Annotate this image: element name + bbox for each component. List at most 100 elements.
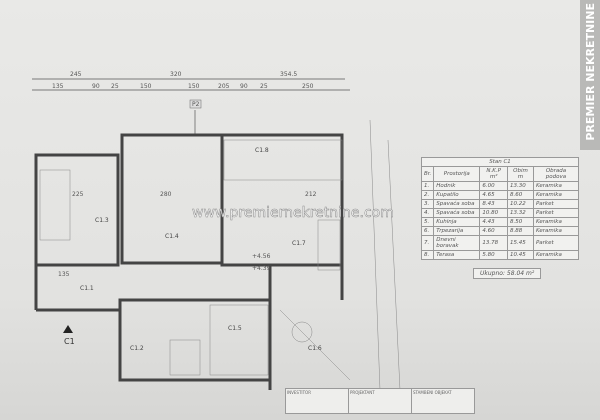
table-cell: Kuhinja xyxy=(433,217,481,227)
col-header: Obim m xyxy=(507,166,534,182)
dim-top-2: 320 xyxy=(170,71,182,78)
bedroom-1-walls xyxy=(34,153,120,267)
table-cell: 13.32 xyxy=(507,208,534,218)
table-cell: 6.00 xyxy=(479,181,509,191)
table-cell: Keramika xyxy=(532,190,580,200)
brand-strip: PREMIER NEKRETNINE xyxy=(580,0,600,150)
room-area-table-box: Stan C1 Br. Prostorija N.K.P m² Obim m O… xyxy=(420,157,580,279)
table-cell: 4.43 xyxy=(479,217,509,227)
dim-2-8: 25 xyxy=(260,83,268,90)
table-cell: 8.88 xyxy=(507,226,534,236)
table-cell: 2. xyxy=(420,190,435,200)
dim-2-7: 90 xyxy=(240,83,248,90)
total-unit: m² xyxy=(526,270,535,277)
room-label-3: C1.3 xyxy=(95,217,109,224)
table-title: Stan C1 xyxy=(421,157,579,167)
table-cell: Dnevni boravak xyxy=(433,235,481,251)
dim-top-1: 245 xyxy=(70,71,82,78)
entrance-arrow-icon xyxy=(63,325,73,333)
table-cell: 7. xyxy=(420,235,435,251)
table-cell: Keramika xyxy=(532,217,580,227)
level-2: +4.39 xyxy=(252,265,271,272)
dim-225: 225 xyxy=(72,191,84,198)
table-cell: Spavaća soba xyxy=(433,208,481,218)
room-label-4: C1.4 xyxy=(165,233,179,240)
table-cell: 4. xyxy=(420,208,435,218)
table-cell: 4.65 xyxy=(479,190,509,200)
table-cell: Hodnik xyxy=(433,181,481,191)
dim-280: 280 xyxy=(160,191,172,198)
dim-212: 212 xyxy=(305,191,317,198)
dim-2-4: 150 xyxy=(140,83,152,90)
col-header: N.K.P m² xyxy=(479,166,509,182)
title-block-2: PROJEKTANT xyxy=(348,388,412,414)
table-total: Ukupno: 58.04 m² xyxy=(473,268,542,279)
table-cell: 13.78 xyxy=(479,235,509,251)
total-label: Ukupno: xyxy=(480,270,505,277)
room-area-table: Stan C1 Br. Prostorija N.K.P m² Obim m O… xyxy=(420,157,580,260)
col-header: Prostorija xyxy=(433,166,481,182)
watermark: www.premiernekretnine.com xyxy=(192,205,394,222)
table-cell: 3. xyxy=(420,199,435,209)
room-label-8: C1.8 xyxy=(255,147,269,154)
table-cell: 8.50 xyxy=(507,217,534,227)
title-block-3: STAMBENI OBJEKAT xyxy=(411,388,475,414)
table-cell: Kupatilo xyxy=(433,190,481,200)
total-value: 58.04 xyxy=(506,270,525,277)
table-cell: Spavaća soba xyxy=(433,199,481,209)
dim-2-5: 150 xyxy=(188,83,200,90)
room-label-6: C1.6 xyxy=(308,345,322,352)
table-cell: 5.80 xyxy=(479,250,509,260)
table-cell: Parket xyxy=(532,199,580,209)
table-cell: 4.60 xyxy=(479,226,509,236)
room-label-2: C1.2 xyxy=(130,345,144,352)
dim-top-3: 354.5 xyxy=(280,71,297,78)
table-cell: 10.80 xyxy=(479,208,509,218)
level-1: +4.56 xyxy=(252,253,271,260)
table-cell: 8. xyxy=(420,250,435,260)
table-cell: Keramika xyxy=(532,250,580,260)
table-cell: 13.30 xyxy=(507,181,534,191)
room-label-7: C1.7 xyxy=(292,240,306,247)
table-cell: 6. xyxy=(420,226,435,236)
table-cell: Terasa xyxy=(433,250,481,260)
room-label-1: C1.1 xyxy=(80,285,94,292)
col-header: Obrada podova xyxy=(532,166,580,182)
column-label: P2 xyxy=(192,101,200,108)
table-cell: 1. xyxy=(420,181,435,191)
table-cell: Parket xyxy=(532,208,580,218)
terrace-tiles xyxy=(223,139,343,181)
dim-135: 135 xyxy=(58,271,70,278)
table-cell: 5. xyxy=(420,217,435,227)
table-cell: 15.45 xyxy=(507,235,534,251)
title-block-text: PROJEKTANT xyxy=(350,390,375,395)
col-header: Br. xyxy=(420,166,435,182)
dim-2-6: 205 xyxy=(218,83,230,90)
table-cell: Trpezarija xyxy=(433,226,481,236)
title-block-text: STAMBENI OBJEKAT xyxy=(413,390,452,395)
table-cell: 10.22 xyxy=(507,199,534,209)
table-cell: 8.60 xyxy=(507,190,534,200)
table-cell: Parket xyxy=(532,235,580,251)
brand-text: PREMIER NEKRETNINE xyxy=(584,3,597,141)
room-label-5: C1.5 xyxy=(228,325,242,332)
entrance-label: C1 xyxy=(64,337,75,346)
dim-2-9: 250 xyxy=(302,83,314,90)
dim-2-3: 25 xyxy=(111,83,119,90)
dim-2-1: 135 xyxy=(52,83,64,90)
table-cell: Keramika xyxy=(532,181,580,191)
table-cell: 8.43 xyxy=(479,199,509,209)
table-cell: Keramika xyxy=(532,226,580,236)
title-block-text: INVESTITOR xyxy=(287,390,311,395)
dim-2-2: 90 xyxy=(92,83,100,90)
